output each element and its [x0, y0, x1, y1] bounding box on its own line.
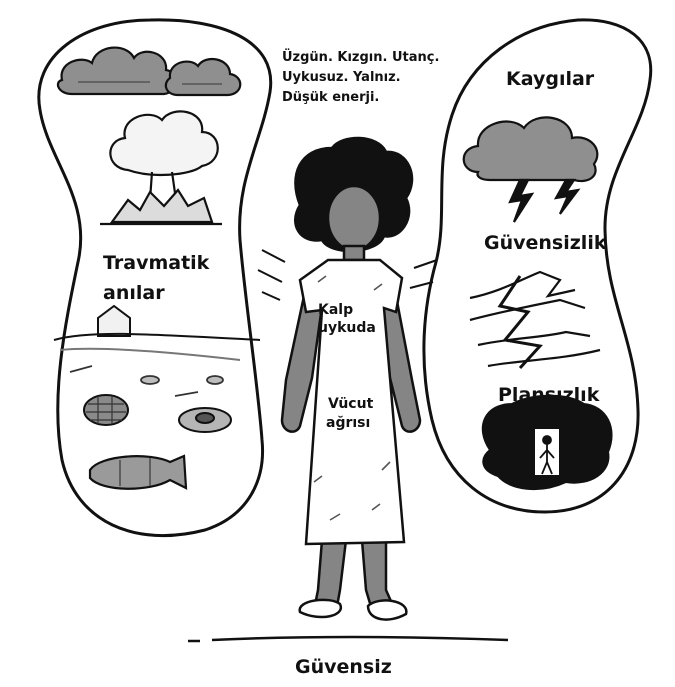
ground-line	[188, 637, 508, 641]
grenade-icon	[84, 395, 128, 425]
face	[328, 186, 380, 250]
explosion-icon	[100, 111, 222, 224]
heart-label-line-1: Kalp	[318, 302, 353, 319]
feelings-line-1: Üzgün. Kızgın. Utanç.	[282, 50, 439, 66]
ground-rubble	[70, 366, 223, 396]
trauma-label-line-2: anılar	[103, 282, 165, 305]
body-pain-label-line-1: Vücut	[328, 396, 373, 413]
dark-doorway-icon	[483, 396, 612, 489]
body-pain-label-line-2: ağrısı	[326, 415, 370, 432]
left-sandal	[300, 600, 341, 617]
right-sandal	[368, 600, 406, 619]
heart-label-line-2: uykuda	[318, 320, 376, 337]
ground-label: Güvensiz	[295, 656, 392, 679]
storm-cloud-lightning-icon	[464, 117, 598, 222]
feelings-line-2: Uykusuz. Yalnız.	[282, 70, 401, 86]
insecurity-label: Güvensizlik	[484, 232, 606, 255]
ground-crack-icon	[470, 272, 600, 368]
feelings-line-3: Düşük enerji.	[282, 90, 379, 106]
child-figure	[282, 138, 420, 620]
trauma-label-line-1: Travmatik	[103, 252, 209, 275]
house-icon	[54, 306, 260, 360]
landmine-icon	[179, 408, 231, 432]
planlessness-label: Plansızlık	[498, 384, 599, 407]
bomb-shell-icon	[90, 456, 186, 489]
worries-label: Kaygılar	[506, 68, 594, 91]
storm-clouds-icon	[58, 48, 240, 95]
